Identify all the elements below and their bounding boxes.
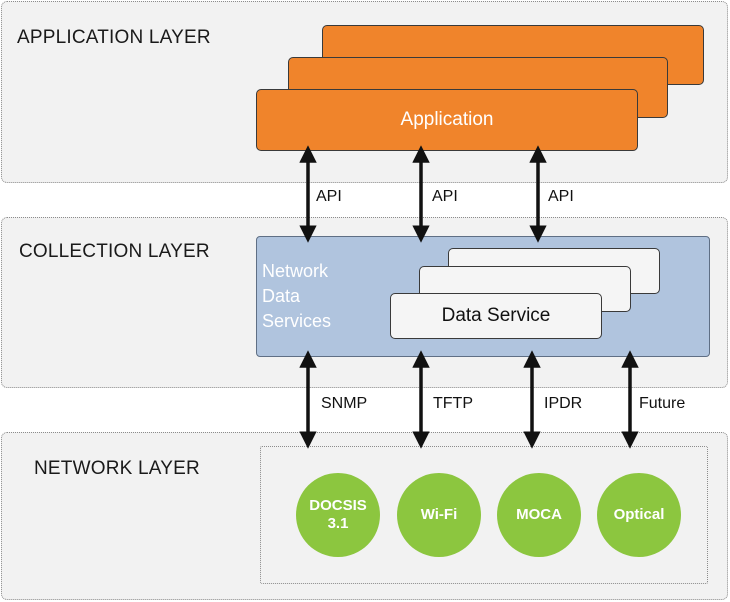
api-label-2: API [432,188,458,205]
application-card-front: Application [256,89,638,151]
optical-node-label: Optical [613,506,665,523]
future-label: Future [639,395,686,412]
snmp-label: SNMP [321,395,368,412]
application-label: Application [400,109,494,130]
ipdr-label: IPDR [544,395,583,412]
application-layer-title: APPLICATION LAYER [17,27,211,48]
nds-line-3: Services [262,311,332,331]
docsis-node-label: DOCSIS 3.1 [309,497,367,532]
network-data-services-label: Network Data Services [262,259,331,334]
network-layer-title: NETWORK LAYER [34,458,200,479]
nds-line-1: Network [262,261,329,281]
api-label-1: API [316,188,342,205]
tftp-label: TFTP [433,395,473,412]
collection-layer-title: COLLECTION LAYER [19,241,210,262]
api-label-3: API [548,188,574,205]
data-service-label: Data Service [441,305,551,326]
nds-line-2: Data [262,286,301,306]
wifi-node: Wi-Fi [397,473,481,557]
optical-node: Optical [597,473,681,557]
data-service-card-front: Data Service [390,293,602,339]
moca-node: MOCA [497,473,581,557]
moca-node-label: MOCA [516,506,562,523]
wifi-node-label: Wi-Fi [420,506,458,523]
docsis-node: DOCSIS 3.1 [296,473,380,557]
